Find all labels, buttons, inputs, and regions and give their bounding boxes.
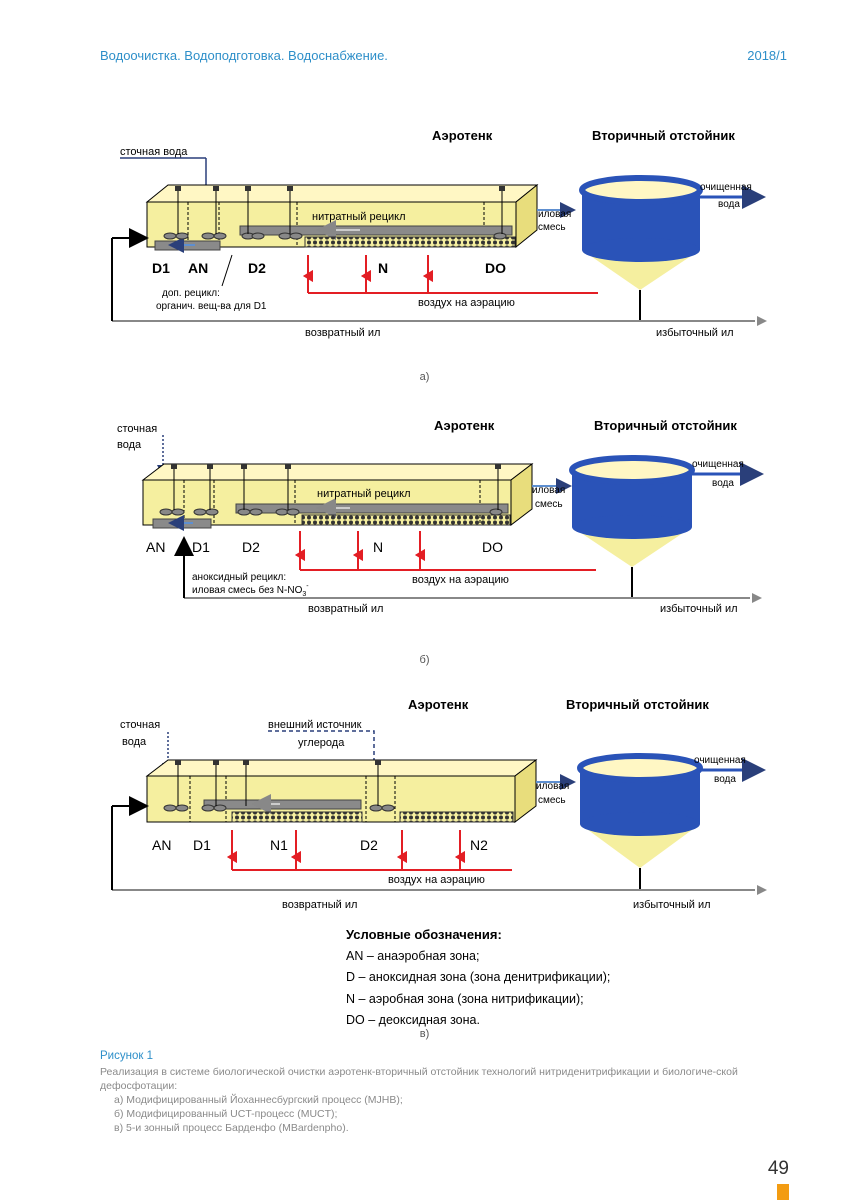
label-aerotank: Аэротенк	[432, 128, 493, 143]
zone-label-3: N	[373, 539, 383, 555]
label-treated-2: вода	[714, 774, 736, 785]
label-clarifier: Вторичный отстойник	[594, 418, 737, 433]
clarifier-top	[569, 455, 695, 485]
page-number: 49	[767, 1158, 789, 1179]
label-extra-1: доп. рецикл:	[162, 288, 220, 299]
zone-label-1: D1	[192, 539, 210, 555]
zone-label-4: DO	[485, 260, 506, 276]
zone-label-2: D2	[242, 539, 260, 555]
label-excess: избыточный ил	[660, 603, 738, 615]
figure-item: б) Модифицированный UCT-процесс (MUCT);	[114, 1108, 338, 1120]
label-nitrate-recycle: нитратный рецикл	[317, 488, 411, 500]
clarifier-top	[579, 175, 703, 205]
label-clarifier: Вторичный отстойник	[566, 697, 709, 712]
zone-label-4: DO	[482, 539, 503, 555]
legend-item: D – аноксидная зона (зона денитрификации…	[346, 970, 611, 984]
label-air: воздух на аэрацию	[388, 874, 485, 886]
figure-item: а) Модифицированный Йоханнесбургский про…	[114, 1094, 403, 1106]
label-clarifier: Вторичный отстойник	[592, 128, 735, 143]
label-treated-1: очищенная	[700, 182, 752, 193]
label-mixed-2: смесь	[538, 222, 566, 233]
caption-b: б)	[419, 654, 430, 666]
issue-number: 2018/1	[747, 48, 787, 63]
label-air: воздух на аэрацию	[412, 574, 509, 586]
label-treated-2: вода	[712, 478, 734, 489]
label-mixed-1: иловая	[532, 485, 565, 496]
zone-label-0: AN	[146, 539, 165, 555]
legend: Условные обозначения: AN – анаэробная зо…	[346, 924, 610, 1032]
label-treated-1: очищенная	[692, 459, 744, 470]
caption-a: а)	[419, 371, 430, 383]
label-excess: избыточный ил	[656, 327, 734, 339]
nitrate-recycle-pipe	[239, 225, 513, 236]
label-treated-2: вода	[718, 199, 740, 210]
label-nitrate-recycle: нитратный рецикл	[312, 211, 406, 223]
label-inflow: сточная вода	[120, 146, 188, 158]
label-mixed-1: иловая	[538, 209, 571, 220]
zone-label-0: D1	[152, 260, 170, 276]
label-extra-2: органич. вещ-ва для D1	[156, 301, 267, 312]
label-inflow-1: сточная	[120, 719, 160, 731]
zone-label-1: D1	[193, 837, 211, 853]
legend-title: Условные обозначения:	[346, 927, 502, 942]
caption-c: в)	[419, 1028, 430, 1040]
label-return: возвратный ил	[305, 327, 380, 339]
figure-caption: Реализация в системе биологической очист…	[100, 1065, 790, 1135]
nitrate-recycle-pipe	[235, 503, 509, 514]
journal-title: Водоочистка. Водоподготовка. Водоснабжен…	[100, 48, 388, 63]
label-mixed-2: смесь	[538, 795, 566, 806]
label-anox-2: иловая смесь без N-NO3-	[192, 583, 309, 598]
zone-label-2: N1	[270, 837, 288, 853]
label-excess: избыточный ил	[633, 899, 711, 911]
label-return: возвратный ил	[308, 603, 383, 615]
legend-item: N – аэробная зона (зона нитрификации);	[346, 991, 584, 1006]
zone-label-3: N	[378, 260, 388, 276]
figure-text: Реализация в системе биологической очист…	[100, 1066, 738, 1092]
nitrate-recycle-pipe	[203, 799, 362, 810]
zone-label-2: D2	[248, 260, 266, 276]
label-aerotank: Аэротенк	[408, 697, 469, 712]
diagram-b: Аэротенк Вторичный отстойник сточная вод…	[0, 400, 849, 620]
figure-title: Рисунок 1	[100, 1050, 153, 1062]
diagram-a: Аэротенк Вторичный отстойник сточная вод…	[0, 110, 849, 360]
zone-label-1: AN	[188, 260, 208, 276]
label-inflow-1: сточная	[117, 423, 157, 435]
page-marker	[777, 1184, 789, 1200]
figure-item: в) 5-и зонный процесс Барденфо (MBardenp…	[114, 1122, 349, 1134]
diagram-c: Аэротенк Вторичный отстойник сточная вод…	[0, 690, 849, 915]
zone-label-3: D2	[360, 837, 378, 853]
zone-label-0: AN	[152, 837, 171, 853]
label-return: возвратный ил	[282, 899, 357, 911]
label-carbon-1: внешний источник	[268, 719, 362, 731]
label-mixed-2: смесь	[535, 499, 563, 510]
legend-item: DO – деоксидная зона.	[346, 1013, 480, 1027]
legend-item: AN – анаэробная зона;	[346, 948, 480, 963]
clarifier-top	[577, 753, 703, 783]
zone-label-4: N2	[470, 837, 488, 853]
label-inflow-2: вода	[122, 736, 147, 748]
label-mixed-1: иловая	[536, 781, 569, 792]
label-treated-1: очищенная	[694, 755, 746, 766]
label-carbon-2: углерода	[298, 737, 345, 749]
label-inflow-2: вода	[117, 439, 142, 451]
label-air: воздух на аэрацию	[418, 297, 515, 309]
label-anox-1: аноксидный рецикл:	[192, 572, 286, 583]
label-aerotank: Аэротенк	[434, 418, 495, 433]
